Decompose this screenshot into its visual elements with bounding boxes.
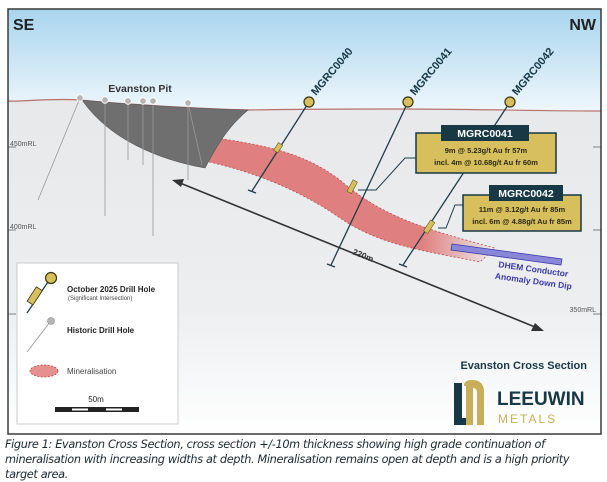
- collar-icon: [303, 96, 315, 108]
- cross-section-figure: 450mRL 400mRL 350mRL SE NW Evanston Pit …: [7, 8, 602, 435]
- logo-sub: METALS: [498, 412, 557, 426]
- legend-new-hole-sub: (Significant Intersection): [68, 296, 132, 302]
- mineralisation-swatch: [29, 364, 59, 378]
- direction-se: SE: [13, 17, 35, 34]
- historic-holes: [37, 97, 203, 236]
- intercept-line: incl. 4m @ 10.68g/t Au fr 60m: [434, 158, 538, 167]
- rl-ticks: [8, 146, 601, 315]
- intercept-line: incl. 6m @ 4.88g/t Au fr 85m: [472, 217, 572, 226]
- rl-label-450: 450mRL: [10, 141, 37, 148]
- intercept-line: 9m @ 5.23g/t Au fr 57m: [445, 146, 528, 155]
- rl-label-400: 400mRL: [10, 224, 37, 231]
- collar-icon: [504, 96, 516, 108]
- pit-label: Evanston Pit: [108, 83, 172, 95]
- legend-historic-hole: Historic Drill Hole: [67, 326, 135, 335]
- intercept-box-mgrc0042: MGRC0042 11m @ 3.12g/t Au fr 85m incl. 6…: [462, 185, 582, 232]
- collar-icon: [402, 96, 414, 108]
- logo-name: LEEUWIN: [497, 389, 585, 410]
- legend: October 2025 Drill Hole (Significant Int…: [16, 262, 179, 425]
- sky-area: [8, 9, 601, 111]
- intercept-title: MGRC0041: [457, 128, 513, 140]
- new-drill-hole-icon: [26, 271, 58, 314]
- scale-bar: [55, 407, 139, 412]
- distance-arrow: [172, 179, 544, 331]
- intercept-box-mgrc0041: MGRC0041 9m @ 5.23g/t Au fr 57m incl. 4m…: [415, 125, 557, 174]
- evanston-pit: [81, 99, 249, 169]
- figure-frame: [7, 8, 602, 435]
- historic-drill-hole-icon: [26, 317, 55, 353]
- section-title: Evanston Cross Section: [460, 360, 587, 372]
- dhem-conductor: [450, 243, 563, 266]
- legend-new-hole: October 2025 Drill Hole: [67, 285, 156, 294]
- historic-hole-collars: [76, 94, 192, 107]
- intercept-line: 11m @ 3.12g/t Au fr 85m: [479, 205, 566, 214]
- direction-nw: NW: [569, 17, 597, 34]
- rl-label-350: 350mRL: [570, 307, 597, 314]
- legend-mineralisation: Mineralisation: [67, 367, 116, 376]
- scale-label: 50m: [88, 395, 104, 404]
- figure-caption: Figure 1: Evanston Cross Section, cross …: [5, 438, 570, 481]
- leeuwin-logo: LEEUWIN METALS: [454, 380, 585, 426]
- intercept-title: MGRC0042: [498, 188, 554, 200]
